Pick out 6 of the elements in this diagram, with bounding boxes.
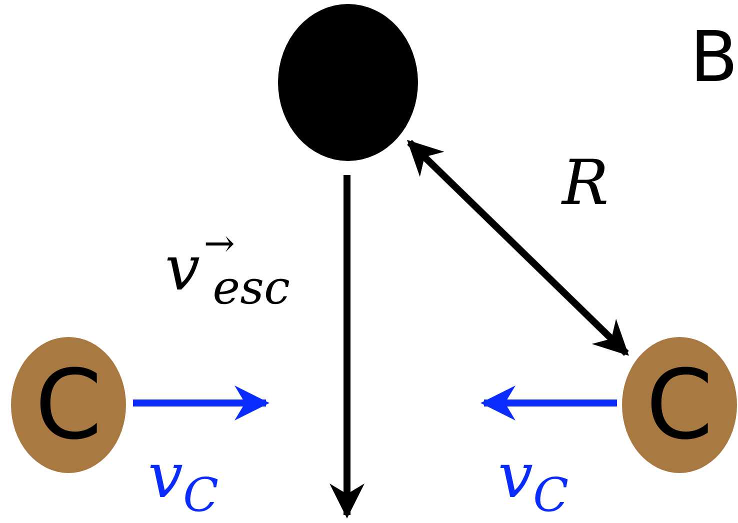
double-arrow: [407, 140, 629, 356]
particle-letter: C: [646, 357, 714, 453]
velocity-label: v$_{C}$: [148, 445, 219, 518]
point-label: B: [690, 22, 738, 92]
particle-letter: C: [34, 357, 102, 453]
velocity-label: v$_{C}$: [498, 445, 569, 518]
